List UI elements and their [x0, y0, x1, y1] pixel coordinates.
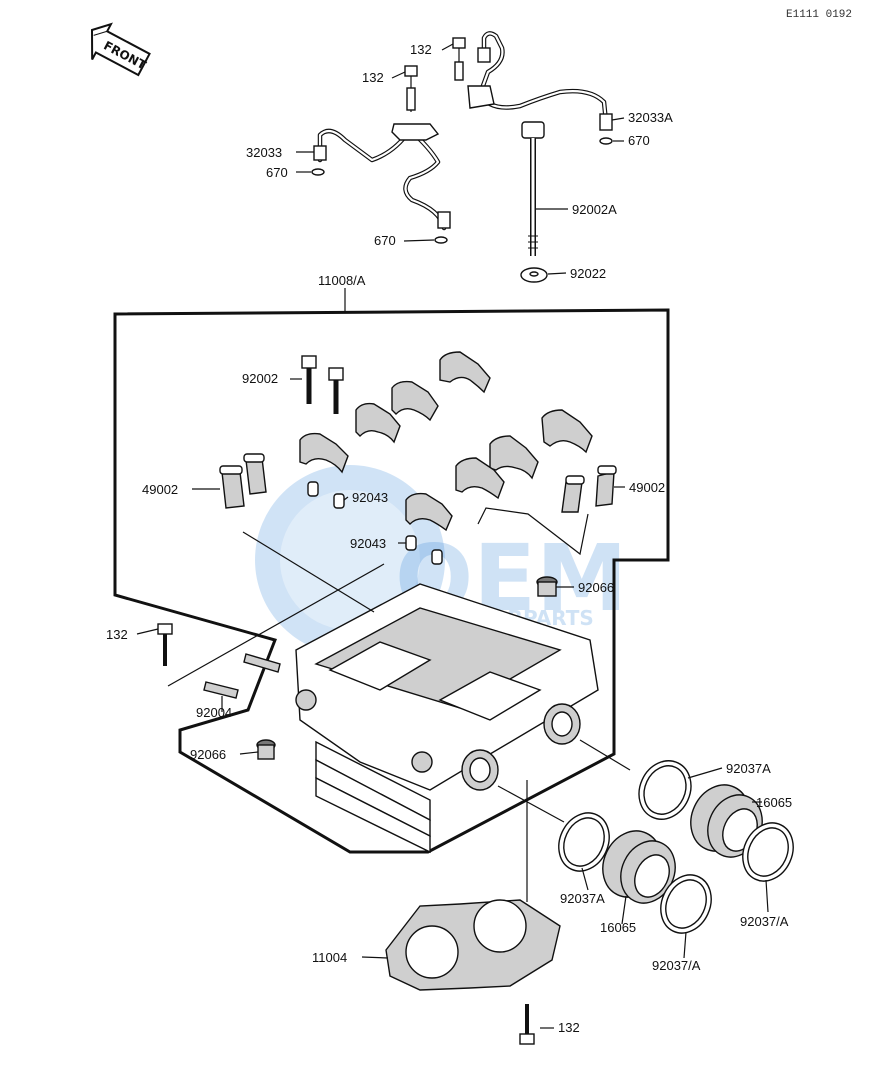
- label-92037-slash-a-right: 92037/A: [740, 914, 789, 929]
- plug-92066-left: [256, 739, 276, 760]
- label-11004: 11004: [312, 950, 347, 965]
- label-49002-left: 49002: [142, 482, 178, 497]
- leader-lines: [136, 43, 769, 1029]
- stud-bolts-92002: [301, 355, 344, 414]
- washer-670-mid: [434, 236, 448, 244]
- label-32033: 32033: [246, 145, 282, 160]
- label-16065-mid: 16065: [600, 920, 636, 935]
- label-16065-right: 16065: [756, 795, 792, 810]
- label-92004: 92004: [196, 705, 232, 720]
- cylinder-head-body: [295, 583, 599, 854]
- washer-670-right: [599, 137, 613, 145]
- label-92066-left: 92066: [190, 747, 226, 762]
- label-92037a-right: 92037A: [726, 761, 771, 776]
- camshaft-caps: [299, 351, 593, 532]
- banjo-bolt-132-top-right: [452, 37, 466, 81]
- label-92022: 92022: [570, 266, 606, 281]
- label-132-top-left: 132: [362, 70, 384, 85]
- label-132-left: 132: [106, 627, 128, 642]
- label-92002: 92002: [242, 371, 278, 386]
- label-132-bottom: 132: [558, 1020, 580, 1035]
- washer-92022: [520, 267, 548, 283]
- label-670-right: 670: [628, 133, 650, 148]
- clamp-92037a-mid-bottom: [660, 874, 712, 934]
- label-32033a: 32033A: [628, 110, 673, 125]
- label-92037-slash-a-mid: 92037/A: [652, 958, 701, 973]
- label-49002-right: 49002: [629, 480, 665, 495]
- label-92043-lower: 92043: [350, 536, 386, 551]
- stud-92004: [203, 653, 281, 699]
- clamp-92037a-right-bottom: [742, 822, 794, 882]
- bolt-132-bottom: [519, 1004, 535, 1045]
- dowel-pins-92043: [307, 481, 443, 565]
- bolt-92002a: [521, 121, 545, 256]
- oil-pipe-32033a: [467, 31, 613, 131]
- label-132-top-right: 132: [410, 42, 432, 57]
- label-11008a: 11008/A: [318, 273, 366, 288]
- banjo-bolt-132-top-left: [404, 65, 418, 112]
- clamp-92037a-mid-top: [558, 812, 610, 872]
- head-gasket-11004: [385, 899, 561, 991]
- oil-pipe-32033: [313, 123, 451, 231]
- tappets-49002-right: [561, 465, 617, 513]
- label-92002a: 92002A: [572, 202, 617, 217]
- label-670-mid: 670: [374, 233, 396, 248]
- front-arrow-icon: FRONT: [90, 22, 151, 77]
- label-92066-right: 92066: [578, 580, 614, 595]
- clamp-92037a-right-top: [638, 760, 692, 820]
- label-92037a-mid: 92037A: [560, 891, 605, 906]
- label-92043-upper: 92043: [352, 490, 388, 505]
- holder-16065-mid: [602, 830, 676, 904]
- plug-92066-right: [536, 576, 558, 597]
- reference-code: E1111 0192: [786, 9, 852, 21]
- tappets-49002-left: [219, 453, 267, 509]
- label-670-left: 670: [266, 165, 288, 180]
- cylinder-head-assy-frame: [113, 308, 670, 854]
- washer-670-left: [311, 168, 325, 176]
- bolt-132-left: [157, 623, 173, 666]
